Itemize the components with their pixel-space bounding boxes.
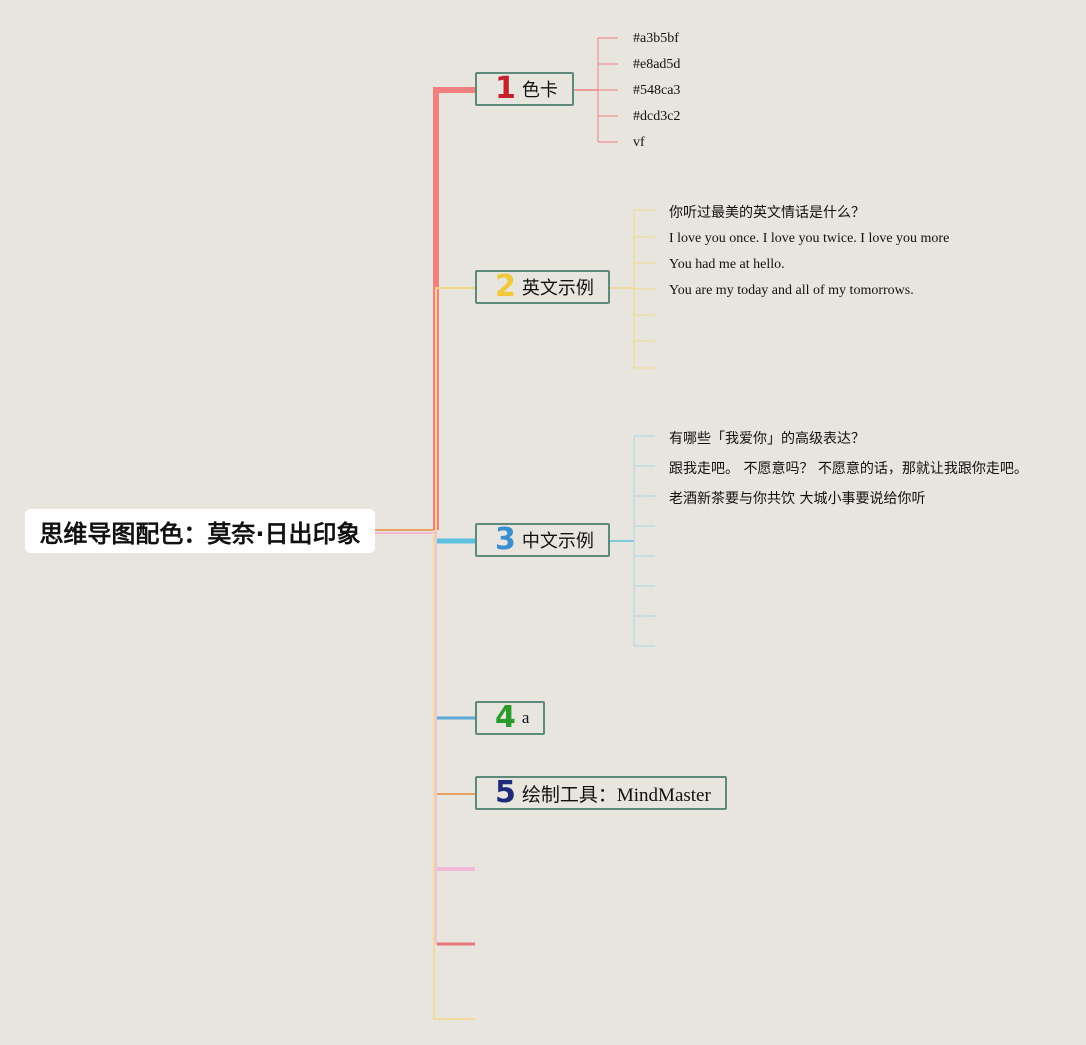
chinese-example-item[interactable]: 跟我走吧。 不愿意吗？ 不愿意的话，那就让我跟你走吧。 (669, 461, 1028, 477)
number-badge-2: 2 (495, 269, 516, 304)
english-example-item[interactable]: I love you once. I love you twice. I lov… (669, 231, 950, 246)
root-title: 思维导图配色：莫奈·日出印象 (39, 519, 361, 548)
color-card-item[interactable]: #548ca3 (633, 83, 681, 98)
topic-label: 色卡 (521, 80, 558, 101)
number-badge-3: 3 (495, 522, 516, 557)
english-example-item[interactable]: You are my today and all of my tomorrows… (669, 283, 914, 298)
topic-color-card[interactable]: 1 色卡 (475, 72, 574, 106)
topic-label: a (521, 708, 530, 727)
number-badge-4: 4 (495, 700, 516, 735)
color-card-item[interactable]: vf (633, 135, 645, 150)
topic-label: 中文示例 (521, 531, 594, 552)
chinese-example-item[interactable]: 有哪些「我爱你」的高级表达？ (669, 431, 865, 447)
root-topic[interactable]: 思维导图配色：莫奈·日出印象 (25, 509, 375, 553)
topic-label: 英文示例 (521, 278, 594, 299)
color-card-item[interactable]: #e8ad5d (633, 57, 681, 72)
color-card-item[interactable]: #a3b5bf (633, 31, 679, 46)
topic-a[interactable]: 4 a (475, 700, 546, 735)
number-badge-5: 5 (495, 775, 516, 810)
number-badge-1: 1 (495, 71, 516, 106)
topic-drawing-tool[interactable]: 5 绘制工具：MindMaster (475, 776, 727, 810)
topic-label: 绘制工具：MindMaster (521, 784, 711, 806)
english-example-item[interactable]: You had me at hello. (669, 257, 785, 272)
color-card-item[interactable]: #dcd3c2 (633, 109, 681, 124)
english-example-item[interactable]: 你听过最美的英文情话是什么？ (669, 205, 865, 221)
chinese-example-item[interactable]: 老酒新茶要与你共饮 大城小事要说给你听 (669, 491, 926, 507)
topic-chinese-examples[interactable]: 3 中文示例 (475, 523, 610, 557)
topic-english-examples[interactable]: 2 英文示例 (475, 270, 610, 304)
